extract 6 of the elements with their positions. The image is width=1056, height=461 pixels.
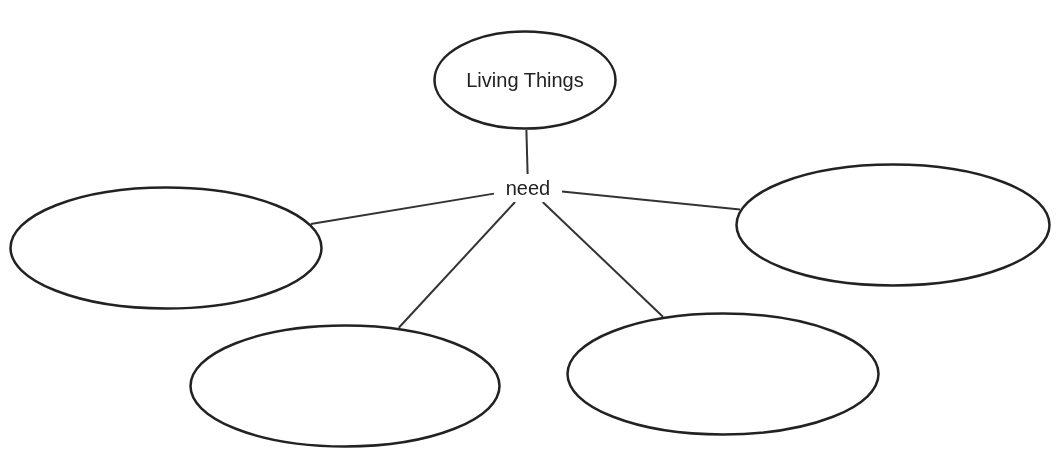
connector-line (541, 201, 664, 318)
connector-line (525, 129, 529, 175)
connector-line (561, 190, 741, 211)
connector-line (397, 201, 517, 329)
connector-line (309, 192, 495, 225)
node-label: Living Things (466, 68, 584, 93)
